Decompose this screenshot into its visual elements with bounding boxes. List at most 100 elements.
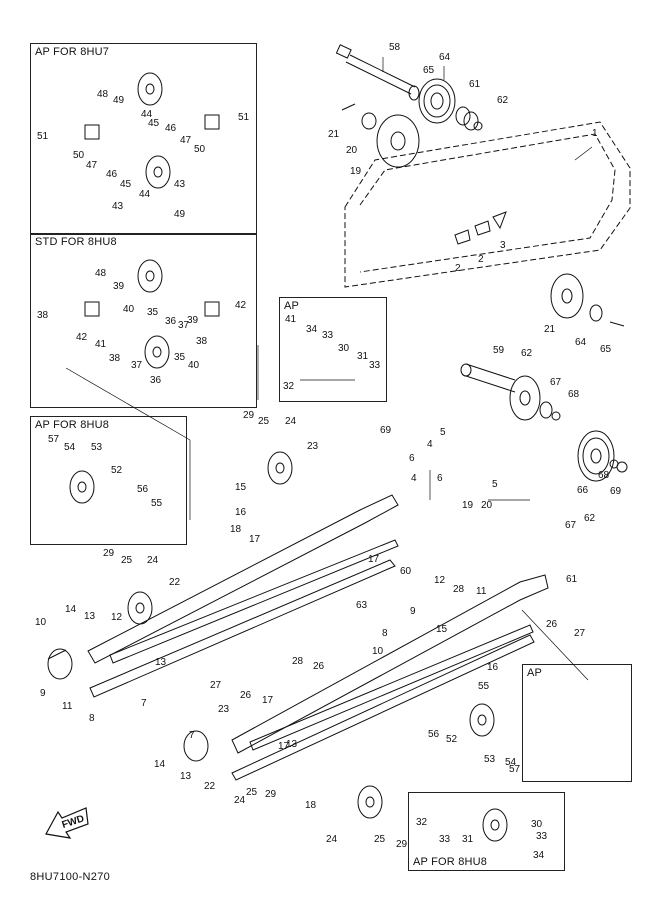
callout-9: 9 [410,606,416,617]
callout-13: 13 [155,657,167,668]
collar-59 [539,401,553,419]
callout-56: 56 [428,729,440,740]
callout-16: 16 [487,662,499,673]
callout-25: 25 [121,555,133,566]
callout-6: 6 [437,473,443,484]
callout-19: 19 [462,500,474,511]
callout-24: 24 [234,795,246,806]
callout-17: 17 [249,534,261,545]
fwd-arrow-icon: FWD [45,807,89,839]
callout-62: 62 [521,348,533,359]
wheel-44-top [137,72,163,106]
wheel-19-right [550,273,584,319]
box-title: AP [284,300,300,312]
callout-41: 41 [285,314,297,325]
callout-30: 30 [531,819,543,830]
bracket-50-right [204,114,220,130]
callout-14: 14 [154,759,166,770]
callout-31: 31 [357,351,369,362]
callout-37: 37 [131,360,143,371]
callout-24: 24 [285,416,297,427]
callout-39: 39 [113,281,125,292]
callout-31: 31 [462,834,474,845]
callout-52: 52 [111,465,123,476]
callout-65: 65 [423,65,435,76]
callout-60: 60 [400,566,412,577]
callout-27: 27 [574,628,586,639]
callout-45: 45 [148,118,160,129]
callout-29: 29 [265,789,277,800]
wheel-24-a [267,451,293,485]
wheel-64-top [418,78,456,124]
bolt-21-right [609,321,625,327]
callout-20: 20 [346,145,358,156]
callout-21: 21 [544,324,556,335]
callout-36: 36 [150,375,162,386]
box-ap-for-8hu7: AP FOR 8HU7 [30,43,257,235]
callout-64: 64 [439,52,451,63]
callout-9: 9 [40,688,46,699]
callout-62: 62 [584,513,596,524]
callout-46: 46 [106,169,118,180]
bracket-41-right [204,301,220,317]
callout-24: 24 [147,555,159,566]
callout-44: 44 [141,109,153,120]
diagram-code: 8HU7100-N270 [30,871,111,883]
callout-1: 1 [592,128,598,139]
callout-15: 15 [235,482,247,493]
callout-53: 53 [91,442,103,453]
frame-outline [344,121,631,288]
callout-51: 51 [238,112,250,123]
shaft-60 [460,363,516,393]
bearing-65 [408,85,420,101]
callout-33: 33 [322,330,334,341]
right-rail-lower [231,574,549,781]
callout-30: 30 [338,343,350,354]
callout-26: 26 [240,690,252,701]
callout-39: 39 [187,315,199,326]
callout-50: 50 [194,144,206,155]
box-std-for-8hu8: STD FOR 8HU8 [30,233,257,408]
leader-lines [65,57,593,681]
idler-9-left [47,648,73,680]
bracket-41-left [84,301,100,317]
wheel-24-d [357,785,383,819]
box-title: AP [527,667,543,679]
wheel-53-left [69,470,95,504]
callout-54: 54 [64,442,76,453]
callout-11: 11 [476,586,487,597]
callout-4: 4 [411,473,417,484]
callout-24: 24 [326,834,338,845]
callout-7: 7 [141,698,147,709]
callout-25: 25 [246,787,258,798]
bracket-3 [492,211,507,230]
wheel-35-top [137,259,163,293]
callout-61: 61 [469,79,481,90]
callout-45: 45 [120,179,132,190]
wheel-64-right [577,430,615,482]
callout-14: 14 [65,604,77,615]
wheel-24-c [469,703,495,737]
callout-16: 16 [235,507,247,518]
callout-32: 32 [416,817,428,828]
box-title: AP FOR 8HU7 [35,46,110,58]
wheel-53-bottom [482,808,508,842]
callout-48: 48 [97,89,109,100]
callout-61: 61 [566,574,578,585]
bracket-2a [454,229,471,245]
box-ap-center: AP [279,297,387,402]
callout-25: 25 [374,834,386,845]
box-ap-for-8hu8-left: AP FOR 8HU8 [30,416,187,545]
callout-26: 26 [546,619,558,630]
bracket-50-left [84,124,100,140]
callout-33: 33 [439,834,451,845]
callout-40: 40 [188,360,200,371]
nut-66 [616,461,628,473]
box-title: AP FOR 8HU8 [35,419,110,431]
callout-37: 37 [178,320,190,331]
callout-38: 38 [109,353,121,364]
callout-42: 42 [235,300,247,311]
callout-67: 67 [550,377,562,388]
